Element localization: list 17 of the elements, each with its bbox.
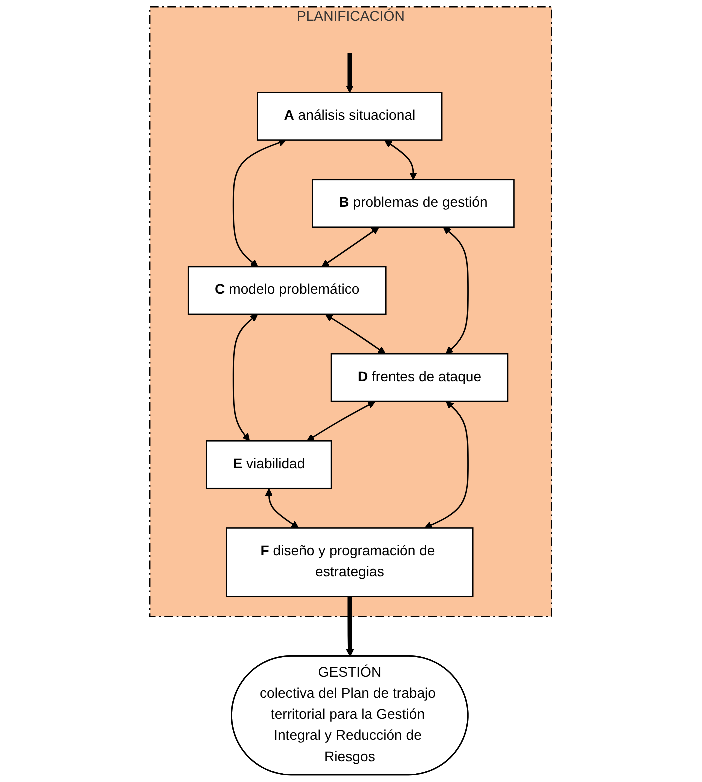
arrow <box>265 488 300 529</box>
arrow <box>232 314 258 442</box>
arrow <box>322 227 380 268</box>
node-box: E viabilidad <box>206 440 332 490</box>
arrow <box>232 139 287 268</box>
arrow <box>346 596 354 657</box>
node-box: F diseño y programación de estrategias <box>226 528 474 598</box>
arrow <box>346 53 354 94</box>
node-box: D frentes de ataque <box>330 353 509 402</box>
arrow <box>325 314 386 354</box>
node-box: C modelo problemático <box>188 266 387 316</box>
node-box: B problemas de gestión <box>312 179 515 228</box>
arrow <box>306 401 376 442</box>
arrow <box>384 140 418 180</box>
arrow <box>424 401 470 529</box>
node-box: A análisis situacional <box>257 92 443 141</box>
arrow <box>443 227 470 354</box>
